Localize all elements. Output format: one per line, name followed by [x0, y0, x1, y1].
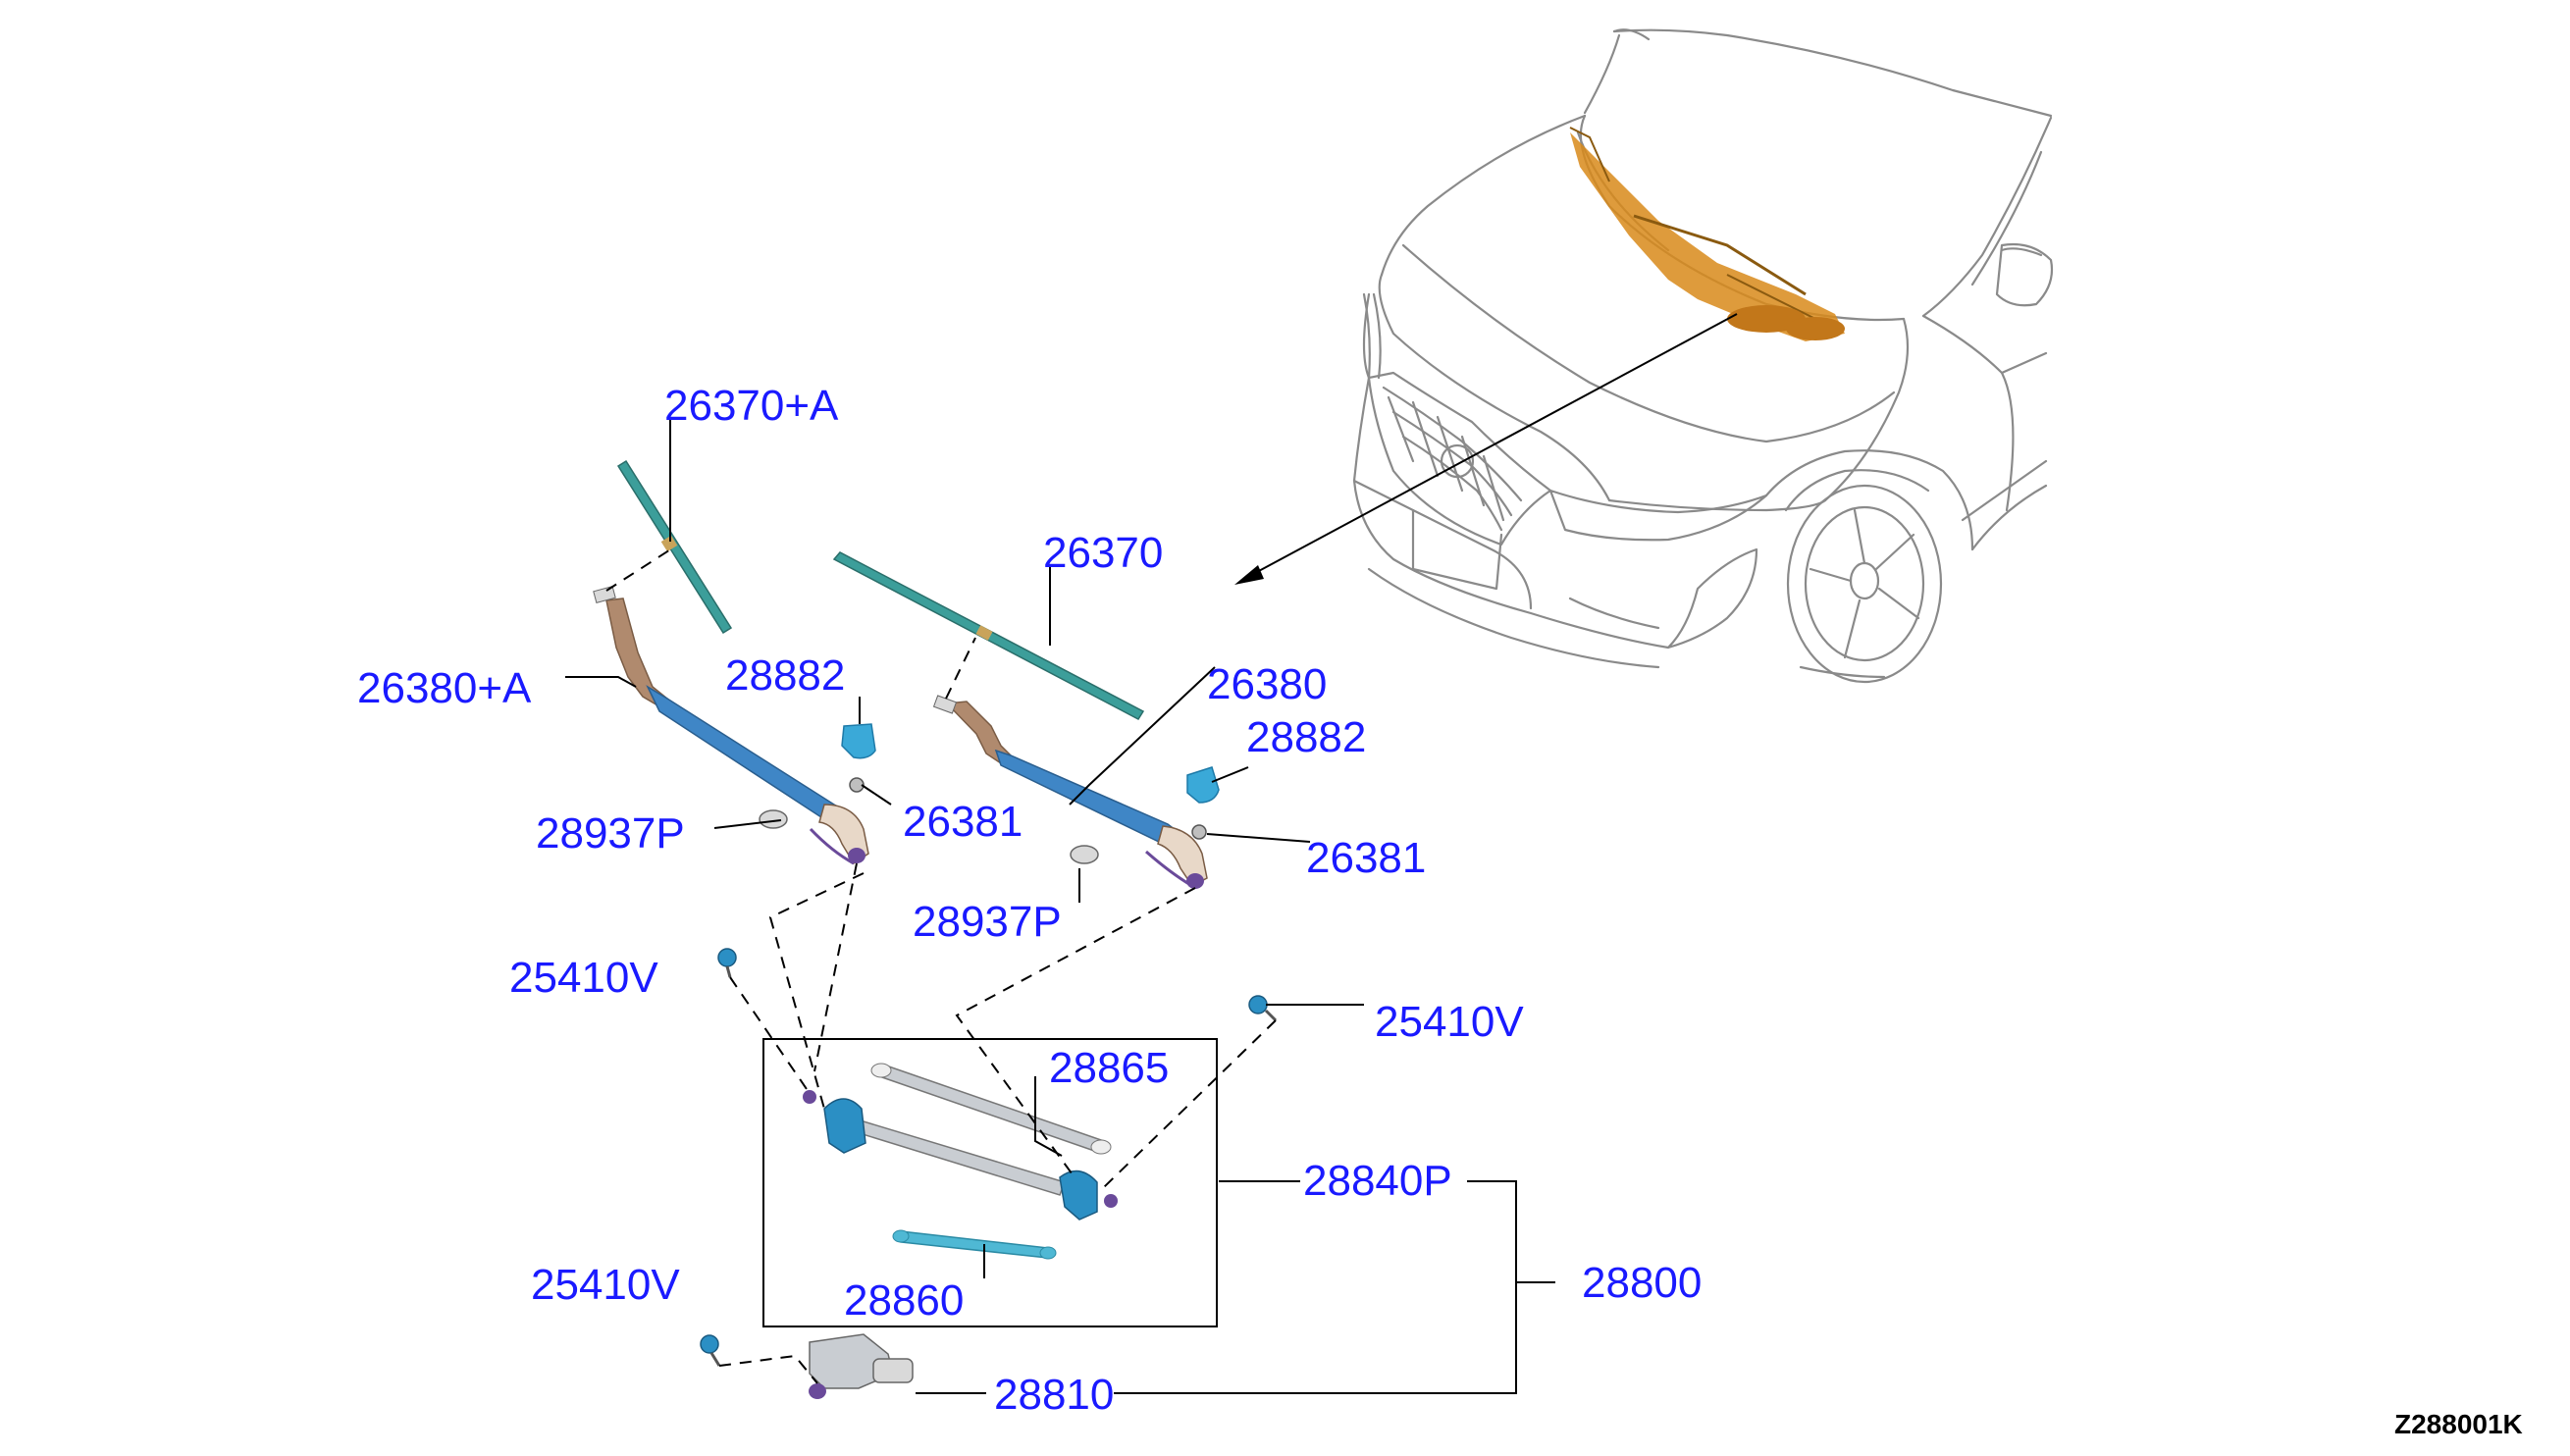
part-label-25410V-upper-left: 25410V	[509, 954, 658, 1002]
diagram-code: Z288001K	[2394, 1409, 2523, 1439]
pivot-cap-right	[1186, 766, 1220, 804]
dashed-assembly-lines	[605, 546, 1277, 1384]
pivot-nut-left	[849, 777, 865, 793]
part-label-28882-right: 28882	[1246, 713, 1367, 761]
part-label-28937P-left: 28937P	[536, 809, 685, 858]
vehicle-illustration	[1352, 28, 2054, 684]
part-label-25410V-upper-right: 25410V	[1375, 998, 1524, 1046]
part-label-28810: 28810	[994, 1371, 1115, 1419]
part-label-26370A: 26370+A	[664, 382, 839, 430]
leader-lines	[565, 420, 1555, 1394]
pivot-housing-left	[803, 1090, 866, 1154]
linkage-assembly-box	[762, 1038, 1218, 1327]
wiper-arm-right	[932, 695, 1208, 889]
part-label-25410V-motor: 25410V	[531, 1261, 680, 1309]
washer-nozzle-left	[759, 809, 788, 829]
pivot-housing-right	[1059, 1170, 1118, 1221]
installed-wiper-highlight	[1569, 127, 1845, 341]
part-label-28865: 28865	[1049, 1044, 1170, 1092]
part-label-26381-left: 26381	[903, 798, 1023, 846]
part-label-26380: 26380	[1207, 660, 1328, 708]
bolt-upper-left	[717, 948, 737, 978]
wiper-blade-right	[832, 551, 1145, 720]
part-label-28882-left: 28882	[725, 651, 846, 700]
linkage-rods	[849, 1063, 1112, 1260]
part-label-28937P-right: 28937P	[913, 898, 1062, 946]
part-label-26370: 26370	[1043, 529, 1164, 577]
vehicle-callout-arrow	[1234, 313, 1738, 585]
part-label-28860: 28860	[844, 1276, 965, 1325]
washer-nozzle-right	[1070, 845, 1099, 864]
bolt-upper-right	[1248, 995, 1278, 1022]
wiper-arm-left	[593, 586, 869, 865]
pivot-nut-right	[1191, 824, 1207, 840]
part-label-28840P: 28840P	[1303, 1157, 1452, 1205]
bolt-motor	[700, 1334, 721, 1367]
pivot-cap-left	[841, 723, 876, 759]
wiper-motor	[809, 1333, 914, 1399]
wiper-blade-left	[616, 459, 733, 635]
part-label-28800: 28800	[1582, 1259, 1703, 1307]
part-label-26380A: 26380+A	[357, 664, 532, 712]
part-label-26381-right: 26381	[1306, 834, 1427, 882]
